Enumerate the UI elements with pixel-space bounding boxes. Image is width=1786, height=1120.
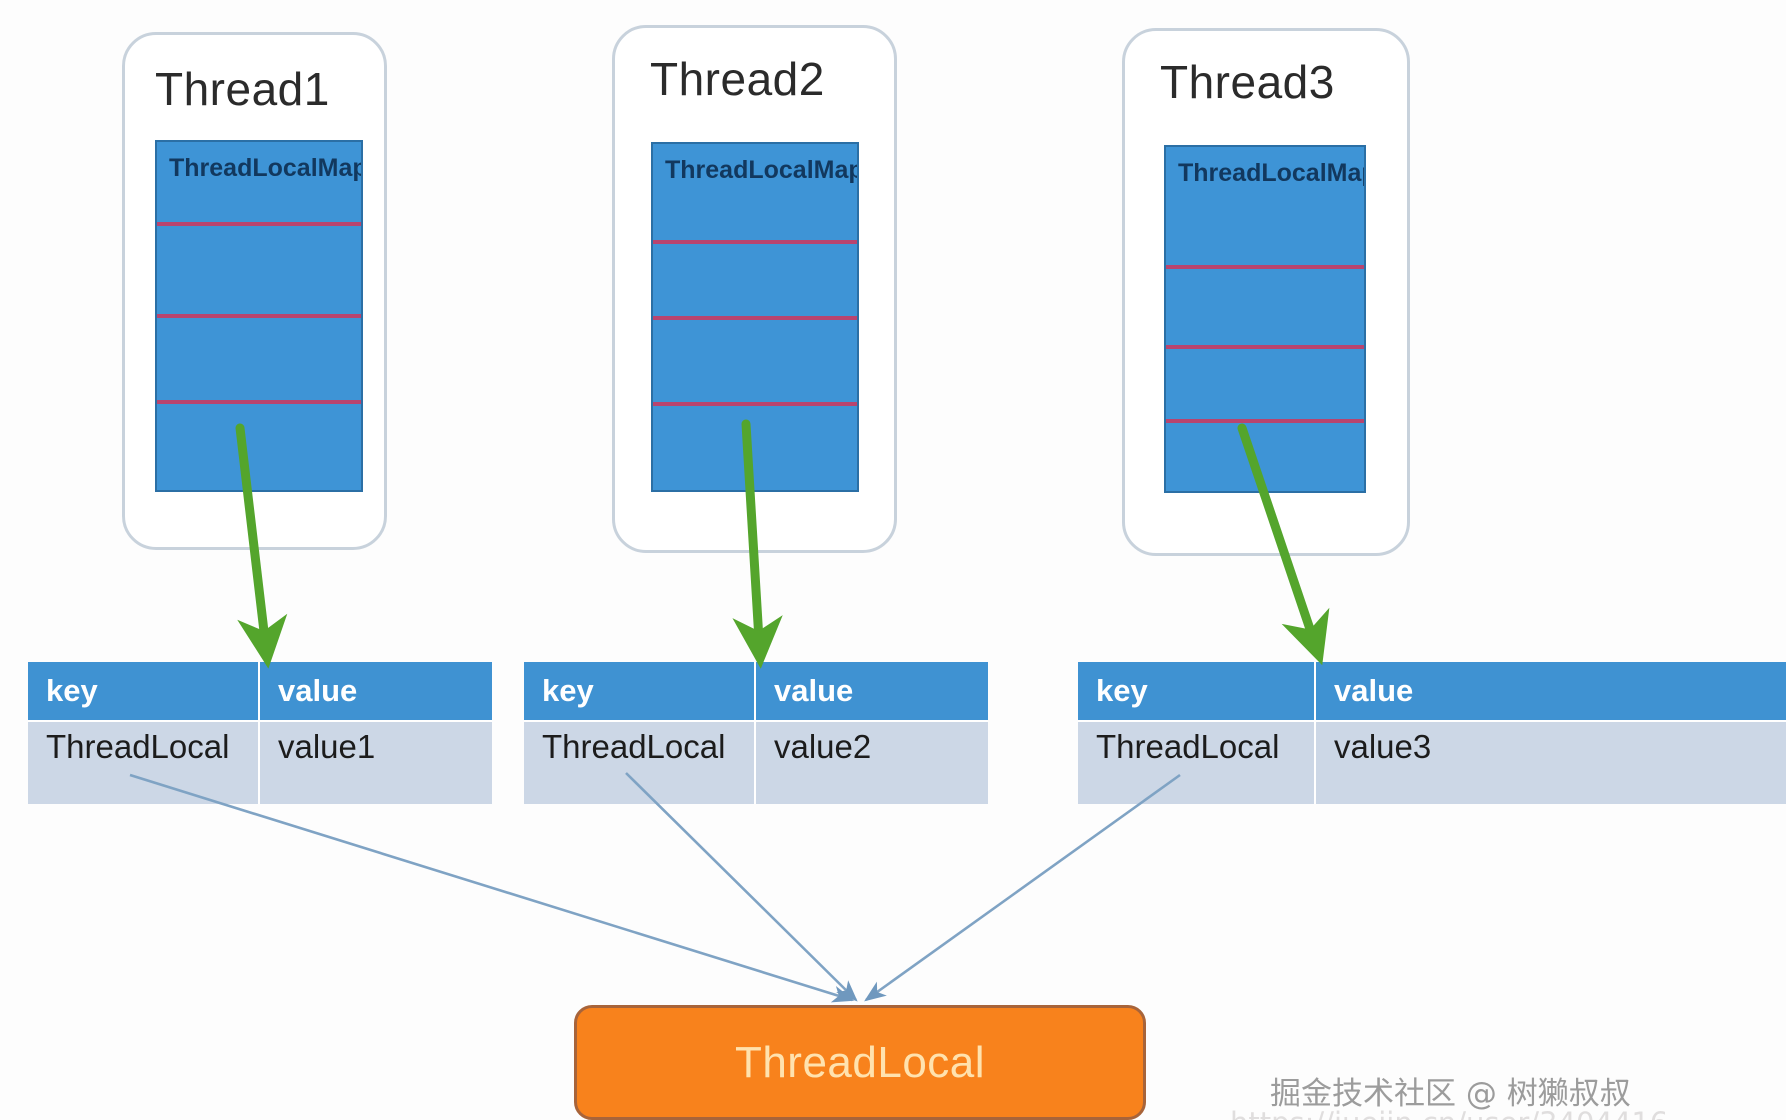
- kv-cell-key: ThreadLocal: [1078, 722, 1316, 804]
- map-divider: [653, 240, 857, 244]
- threadlocal-box[interactable]: ThreadLocal: [574, 1005, 1146, 1120]
- kv-cell-value: value3: [1334, 728, 1432, 765]
- kv-col-header-value: value: [1334, 673, 1414, 708]
- kv-cell-key: ThreadLocal: [28, 722, 260, 804]
- threadlocalmap-box-3[interactable]: ThreadLocalMap: [1164, 145, 1366, 493]
- threadlocalmap-box-1[interactable]: ThreadLocalMap: [155, 140, 363, 492]
- threadlocalmap-box-2[interactable]: ThreadLocalMap: [651, 142, 859, 492]
- kv-table-2[interactable]: key value ThreadLocal value2: [524, 662, 988, 804]
- kv-col-header-key: key: [28, 662, 260, 720]
- watermark-line-2: https://juejin.cn/user/3404416: [1230, 1106, 1668, 1120]
- map-divider: [653, 402, 857, 406]
- thread-title-2: Thread2: [650, 53, 825, 105]
- kv-table-1[interactable]: key value ThreadLocal value1: [28, 662, 492, 804]
- kv-table-row-1[interactable]: ThreadLocal value1: [28, 722, 492, 804]
- kv-col-header-value: value: [278, 673, 358, 708]
- map-divider: [157, 222, 361, 226]
- map-divider: [157, 400, 361, 404]
- map-divider: [157, 314, 361, 318]
- threadlocal-box-label: ThreadLocal: [734, 1037, 986, 1087]
- blue-arrow-3: [864, 773, 1181, 1002]
- kv-col-header-value: value: [774, 673, 854, 708]
- kv-table-row-2[interactable]: ThreadLocal value2: [524, 722, 988, 804]
- kv-col-header-key: key: [1078, 662, 1316, 720]
- map-divider: [1166, 419, 1364, 423]
- blue-arrow-group: [129, 772, 1181, 1003]
- kv-cell-value: value1: [278, 728, 376, 765]
- map-divider: [653, 316, 857, 320]
- kv-table-row-3[interactable]: ThreadLocal value3: [1078, 722, 1786, 804]
- kv-table-3[interactable]: key value ThreadLocal value3: [1078, 662, 1786, 804]
- kv-col-header-key: key: [524, 662, 756, 720]
- map-divider: [1166, 345, 1364, 349]
- blue-arrow-2: [625, 772, 858, 1002]
- kv-cell-value: value2: [774, 728, 872, 765]
- threadlocalmap-label-2: ThreadLocalMap: [665, 156, 859, 184]
- kv-table-header-1: key value: [28, 662, 492, 722]
- map-divider: [1166, 265, 1364, 269]
- kv-table-header-2: key value: [524, 662, 988, 722]
- threadlocalmap-label-1: ThreadLocalMap: [169, 154, 363, 182]
- kv-cell-key: ThreadLocal: [524, 722, 756, 804]
- thread-title-3: Thread3: [1160, 56, 1335, 108]
- watermark-line-1: 掘金技术社区 @ 树獭叔叔: [1270, 1076, 1631, 1112]
- thread-title-1: Thread1: [155, 63, 330, 115]
- blue-arrow-1: [129, 773, 855, 1003]
- threadlocalmap-label-3: ThreadLocalMap: [1178, 159, 1366, 187]
- kv-table-header-3: key value: [1078, 662, 1786, 722]
